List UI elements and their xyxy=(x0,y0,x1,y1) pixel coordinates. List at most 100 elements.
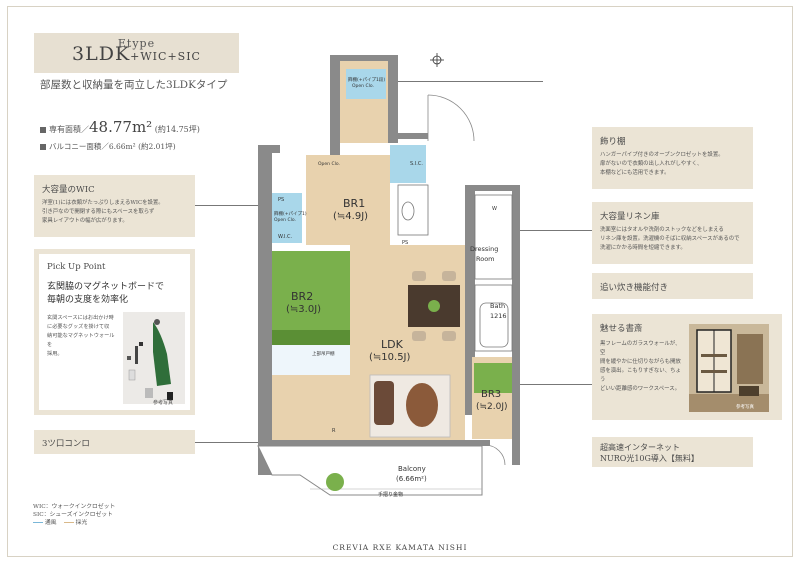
toilet xyxy=(401,201,415,221)
leader-line-wic xyxy=(195,205,263,206)
pickup-point-box: Pick Up Point 玄関脇のマグネットボードで 毎朝の支度を効率化 玄関… xyxy=(34,249,195,415)
body-line: 洋室(1)には衣類がたっぷりしまえるWICを設置。 xyxy=(42,200,164,206)
ps-label: PS xyxy=(278,197,285,203)
handrail-label: 手摺り金物 xyxy=(378,492,404,498)
leader-line-stove xyxy=(195,442,280,443)
open-clo-label: Open Clo. xyxy=(318,162,340,167)
pickup-inner: Pick Up Point 玄関脇のマグネットボードで 毎朝の支度を効率化 玄関… xyxy=(39,254,190,410)
balcony-size: (6.66m²) xyxy=(396,475,427,483)
callout-wic-title: 大容量のWIC xyxy=(42,185,95,195)
callout-internet: 超高速インターネット NURO光10G導入【無料】 xyxy=(592,437,753,467)
coffee-table xyxy=(406,383,438,427)
pickup-title: Pick Up Point xyxy=(47,262,106,272)
callout-display-shelf: 飾り棚 ハンガーパイプ付きのオープンクロゼットを設置。 扉がないので衣類の出し入… xyxy=(592,127,753,189)
callout-wic: 大容量のWIC 洋室(1)には衣類がたっぷりしまえるWICを設置。 引き戸なので… xyxy=(34,175,195,237)
plan-main: 3LDK xyxy=(72,43,131,65)
bath-size: 1216 xyxy=(490,312,507,320)
callout-linen-title: 大容量リネン庫 xyxy=(600,212,660,222)
w-mark: W xyxy=(492,206,497,212)
body-line: どいい距離感のワークスペース。 xyxy=(600,386,681,392)
body-line: 洗濯にかかる時間を短縮できます。 xyxy=(600,245,686,251)
light-line-icon xyxy=(63,522,74,523)
body-line: 玄関スペースにはお出かけ時 xyxy=(47,315,114,321)
balcony-area-label: バルコニー面積／6.66m² xyxy=(49,142,136,151)
floor-plan xyxy=(257,53,520,496)
internet-title-line: NURO光10G導入【無料】 xyxy=(600,454,699,463)
area-row: 専有面積／48.77m² (約14.75坪) xyxy=(40,118,200,136)
body-line: 家具レイアウトの幅が広がります。 xyxy=(42,218,128,224)
room-label: Room xyxy=(476,255,495,263)
legend-lines: 通風 採光 xyxy=(33,519,115,527)
study-photo-caption: 参考写真 xyxy=(736,405,754,410)
type-plan: 3LDK+WIC+SIC xyxy=(34,43,239,65)
body-line: 扉がないので衣類の出し入れがしやすく、 xyxy=(600,161,703,167)
sofa xyxy=(374,381,394,425)
area-label: 専有面積／ xyxy=(49,125,89,134)
body-line: リネン庫を設置。洗濯機のそばに収納スペースがあるので xyxy=(600,236,740,242)
callout-study-body: 黒フレームのガラスウォールが、空 間を緩やかに仕切りながらも開放 感を演出。こも… xyxy=(600,340,682,394)
area-value: 48.77m² xyxy=(89,118,153,136)
compass-icon xyxy=(430,53,444,67)
body-line: 感を演出。こもりすぎない、ちょう xyxy=(600,368,681,383)
body-line: に必要なグッズを掛けて収 xyxy=(47,324,110,330)
ldk-size: (≒10.5J) xyxy=(369,352,411,363)
body-line: 引き戸なので開閉する際にもスペースを取らず xyxy=(42,209,155,215)
legend-sic: SIC：シューズインクロゼット xyxy=(33,512,113,518)
body-line: 納可能なマグネットウォールを xyxy=(47,333,115,348)
callout-internet-title: 超高速インターネット NURO光10G導入【無料】 xyxy=(600,442,699,464)
balcony-area-row: バルコニー面積／6.66m² (約2.01坪) xyxy=(40,141,176,152)
br2-label: BR2 xyxy=(291,290,314,303)
sic-label: S.I.C. xyxy=(410,161,423,167)
type-header-box: Etype xyxy=(34,33,239,73)
body-line: ハンガーパイプ付きのオープンクロゼットを設置。 xyxy=(600,152,724,158)
callout-linen-body: 洗面室にはタオルや洗剤のストックなどをしまえる リネン庫を設置。洗濯機のそばに収… xyxy=(600,226,745,253)
bath-floor xyxy=(474,284,513,352)
plan-sub: +WIC+SIC xyxy=(130,50,201,63)
open-clo-left-label2: Open Clo. xyxy=(274,218,296,223)
br3-size: (≒2.0J) xyxy=(476,402,508,412)
dressing-room-floor xyxy=(474,194,513,280)
legend-wic: WIC：ウォークインクロゼット xyxy=(33,504,116,510)
leader-line-linen xyxy=(509,230,592,231)
ps2-label: PS xyxy=(402,240,409,246)
callout-linen: 大容量リネン庫 洗面室にはタオルや洗剤のストックなどをしまえる リネン庫を設置。… xyxy=(592,202,753,264)
leader-line-study xyxy=(496,384,592,385)
legend: WIC：ウォークインクロゼット SIC：シューズインクロゼット 通風 採光 xyxy=(33,503,115,527)
headline-line: 玄関脇のマグネットボードで xyxy=(47,282,165,292)
br2-size: (≒3.0J) xyxy=(286,304,322,315)
br1-floor xyxy=(306,155,390,245)
callout-reheat-title: 追い炊き機能付き xyxy=(600,283,669,293)
body-line: 採用。 xyxy=(47,351,63,357)
balcony-outline xyxy=(257,445,483,496)
leader-line-shelf xyxy=(388,81,543,82)
kitchen-counter xyxy=(272,345,350,375)
open-clo-top xyxy=(346,69,386,99)
open-clo-top-label: 飾棚(+パイプ1段) xyxy=(348,78,386,83)
magnet-board-illustration xyxy=(123,312,185,404)
type-name: Etype xyxy=(117,37,156,50)
br1-label: BR1 xyxy=(343,197,366,210)
callout-stove-title: 3ツ口コンロ xyxy=(42,439,90,449)
table-plant xyxy=(428,300,440,312)
br3-label: BR3 xyxy=(481,389,502,400)
callout-display-shelf-title: 飾り棚 xyxy=(600,137,626,147)
pickup-body: 玄関スペースにはお出かけ時 に必要なグッズを掛けて収 納可能なマグネットウォール… xyxy=(47,314,117,359)
bath-label: Bath xyxy=(490,302,506,310)
property-name: CREVIA RXE KAMATA NISHI xyxy=(332,543,468,552)
balcony-label: Balcony xyxy=(398,465,426,473)
balcony-plant xyxy=(326,473,344,491)
callout-stove: 3ツ口コンロ xyxy=(34,430,195,454)
r-mark: R xyxy=(332,428,336,434)
toilet-room xyxy=(397,184,429,236)
headline-line: 毎朝の支度を効率化 xyxy=(47,295,129,305)
page-frame xyxy=(7,6,793,557)
study-photo xyxy=(689,324,769,412)
callout-study-title: 魅せる書斎 xyxy=(600,324,643,334)
magnet-board-photo xyxy=(123,312,185,404)
open-clo-top-label2: Open Clo. xyxy=(352,84,374,89)
callout-reheat: 追い炊き機能付き xyxy=(592,273,753,299)
legend-wind: 通風 xyxy=(44,520,57,526)
body-line: 本棚などにも活用できます。 xyxy=(600,170,670,176)
internet-title-line: 超高速インターネット xyxy=(600,443,680,452)
callout-display-shelf-body: ハンガーパイプ付きのオープンクロゼットを設置。 扉がないので衣類の出し入れがしや… xyxy=(600,151,745,178)
